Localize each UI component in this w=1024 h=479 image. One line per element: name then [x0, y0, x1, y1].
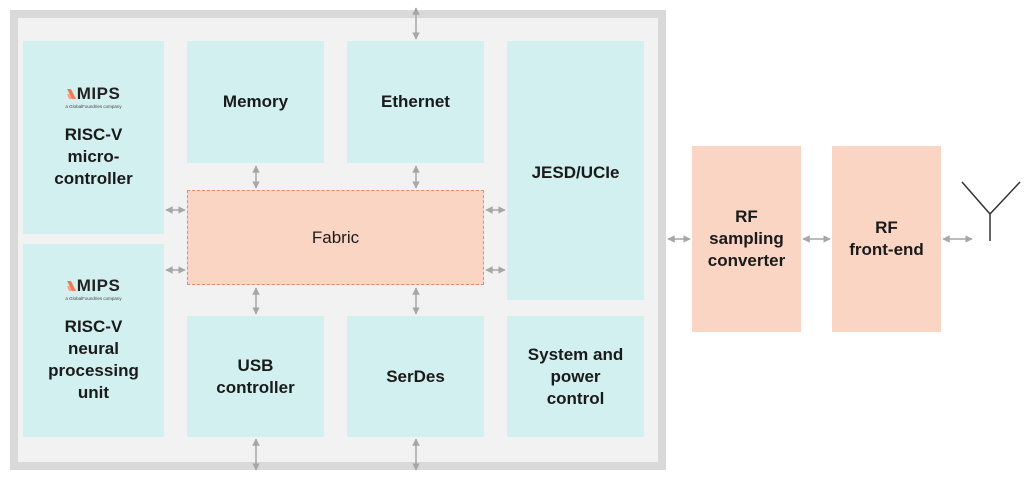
mips-logo-text: MIPS: [76, 276, 121, 295]
mips-logo-tagline: a GlobalFoundries company: [65, 104, 122, 109]
system-power-control-block: System and power control: [507, 316, 644, 437]
rf-frontend-block: RF front-end: [832, 146, 941, 332]
rf-sampling-converter-label: RF sampling converter: [707, 207, 786, 270]
risc-v-microcontroller-block: MIPS a GlobalFoundries company RISC-V mi…: [23, 41, 164, 234]
mips-mark-icon: [66, 281, 76, 291]
mips-logo-tagline: a GlobalFoundries company: [65, 296, 122, 301]
fabric-block: Fabric: [187, 190, 484, 285]
jesd-ucie-block: JESD/UCIe: [507, 41, 644, 300]
rf-sampling-converter-block: RF sampling converter: [692, 146, 801, 332]
fabric-label: Fabric: [311, 227, 360, 247]
system-power-control-label: System and power control: [527, 344, 624, 408]
memory-label: Memory: [222, 92, 289, 111]
mips-logo-text: MIPS: [76, 84, 121, 103]
risc-v-npu-block: MIPS a GlobalFoundries company RISC-V ne…: [23, 244, 164, 437]
antenna-icon: [961, 181, 1021, 241]
mips-logo: MIPS a GlobalFoundries company: [65, 85, 121, 110]
serdes-label: SerDes: [386, 366, 445, 386]
memory-block: Memory: [187, 41, 324, 163]
mips-logo: MIPS a GlobalFoundries company: [65, 277, 121, 302]
risc-v-microcontroller-label: RISC-V micro- controller: [54, 125, 133, 188]
ethernet-label: Ethernet: [381, 92, 450, 111]
ethernet-block: Ethernet: [347, 41, 484, 163]
usb-controller-block: USB controller: [187, 316, 324, 437]
jesd-ucie-label: JESD/UCIe: [531, 163, 620, 182]
rf-frontend-label: RF front-end: [849, 218, 924, 259]
mips-mark-icon: [66, 89, 76, 99]
risc-v-npu-label: RISC-V neural processing unit: [48, 317, 139, 402]
serdes-block: SerDes: [347, 316, 484, 437]
usb-controller-label: USB controller: [216, 355, 295, 397]
